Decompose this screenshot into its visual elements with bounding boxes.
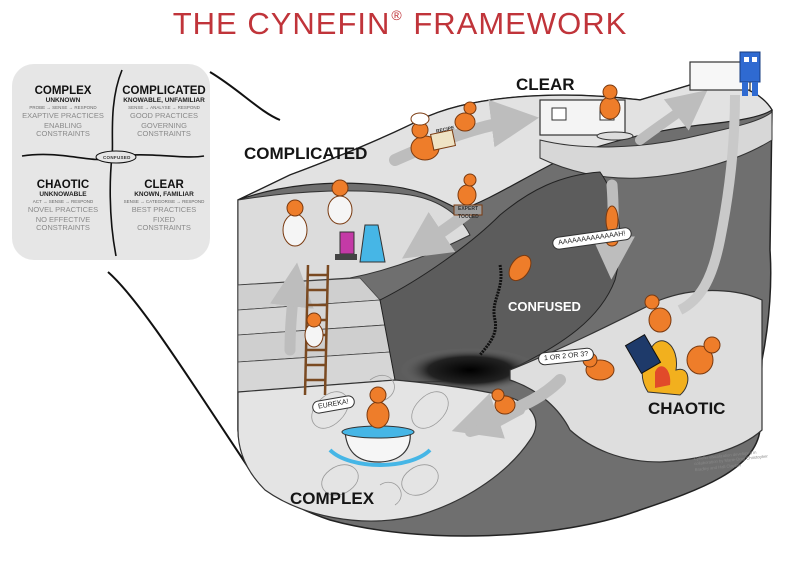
legend-complex-sub: UNKNOWN xyxy=(45,97,81,104)
legend-chaotic-constraints1: NO EFFECTIVE xyxy=(35,215,91,224)
confused-hole xyxy=(400,348,540,392)
tooled-sign: TOOLED xyxy=(458,214,479,220)
critter-chaos-1 xyxy=(644,294,672,333)
chaotic-plateau xyxy=(509,289,763,463)
connector-line-bottom xyxy=(107,271,251,471)
legend-clear-sub: KNOWN, FAMILIAR xyxy=(134,191,194,198)
complicated-domain-label: COMPLICATED xyxy=(244,144,368,163)
chaotic-fire xyxy=(624,333,689,396)
expert-sign: EXPERT xyxy=(458,206,479,212)
legend-chaotic-title: CHAOTIC xyxy=(36,179,90,191)
legend-complicated-sub: KNOWABLE, UNFAMILIAR xyxy=(123,97,205,104)
cynefin-legend-panel: COMPLEX UNKNOWN PROBE → SENSE → RESPOND … xyxy=(12,64,210,260)
legend-complicated-title: COMPLICATED xyxy=(122,85,206,97)
legend-complex-constraints1: ENABLING xyxy=(44,121,82,130)
legend-clear-practice: BEST PRACTICES xyxy=(131,205,197,214)
legend-chaotic-practice: NOVEL PRACTICES xyxy=(27,205,99,214)
lab-equipment xyxy=(335,224,386,263)
legend-clear-title: CLEAR xyxy=(144,179,184,191)
legend-confused-label: CONFUSED xyxy=(103,155,131,160)
critter-tornado xyxy=(508,254,532,282)
legend-complex-practice: EXAPTIVE PRACTICES xyxy=(22,111,104,120)
legend-complicated-practice: GOOD PRACTICES xyxy=(130,111,198,120)
critter-scientist-1 xyxy=(282,199,308,247)
complex-swirls xyxy=(311,374,449,506)
legend-complicated-method: SENSE → ANALYSE → RESPOND xyxy=(128,105,200,110)
legend-complicated-constraints1: GOVERNING xyxy=(141,121,187,130)
legend-chaotic-constraints2: CONSTRAINTS xyxy=(36,223,90,232)
critter-chef xyxy=(410,112,457,161)
confused-tornado xyxy=(478,264,503,356)
legend-chaotic-method: ACT → SENSE → RESPOND xyxy=(32,199,94,204)
legend-divider-lines xyxy=(21,69,205,257)
chaotic-domain-label: CHAOTIC xyxy=(648,399,726,418)
clear-domain-label: CLEAR xyxy=(516,75,575,94)
right-stream xyxy=(677,94,740,315)
critter-bath xyxy=(366,386,390,429)
critter-sliding xyxy=(491,388,516,415)
page-title: THE CYNEFIN® FRAMEWORK xyxy=(172,6,628,41)
critter-chaos-2 xyxy=(686,336,721,375)
critter-scientist-2 xyxy=(327,179,353,225)
legend-complex-method: PROBE → SENSE → RESPOND xyxy=(29,105,97,110)
legend-chaotic-sub: UNKNOWABLE xyxy=(39,191,87,198)
critter-expert xyxy=(453,173,483,216)
critter-at-machine xyxy=(599,84,621,120)
legend-clear-constraints2: CONSTRAINTS xyxy=(137,223,191,232)
bathtub xyxy=(328,425,432,467)
legend-complex-constraints2: CONSTRAINTS xyxy=(36,129,90,138)
critters xyxy=(282,84,721,429)
legend-complex-title: COMPLEX xyxy=(34,85,92,97)
legend-complicated-constraints2: CONSTRAINTS xyxy=(137,129,191,138)
legend-clear-constraints1: FIXED xyxy=(152,215,176,224)
confused-domain-label: CONFUSED xyxy=(508,299,581,314)
legend-clear-method: SENSE → CATEGORISE → RESPOND xyxy=(123,199,205,204)
critter-climbing-hill xyxy=(454,101,477,132)
robot-factory xyxy=(689,51,761,96)
critter-ladder xyxy=(304,312,324,348)
connector-line-top xyxy=(209,71,281,121)
complex-domain-label: COMPLEX xyxy=(290,489,375,508)
flow-arrows xyxy=(270,90,708,439)
